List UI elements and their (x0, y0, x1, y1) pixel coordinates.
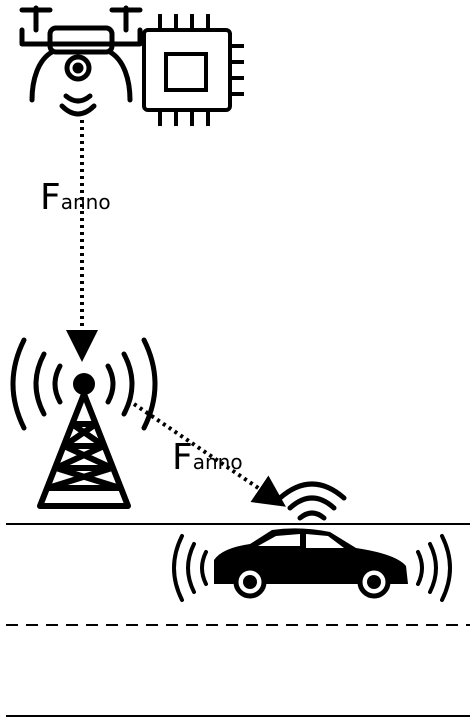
link-label-tower-car: Fanno (172, 440, 243, 476)
chip-icon (142, 14, 244, 126)
link-label-sub: anno (60, 190, 111, 214)
cell-tower-icon (10, 337, 158, 509)
link-label-main: F (172, 437, 193, 478)
link-label-main: F (40, 177, 61, 218)
drone-icon (19, 5, 143, 117)
signal-waves-icon (277, 481, 347, 521)
car-icon (172, 528, 452, 602)
link-label-sub: anno (192, 450, 243, 474)
link-label-drone-tower: Fanno (40, 180, 111, 216)
link-tower-to-car (132, 402, 286, 507)
